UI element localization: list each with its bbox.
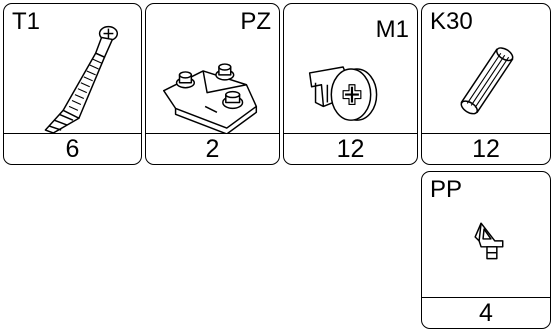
quantity: 6 bbox=[4, 133, 141, 164]
part-card-t1: T1 6 bbox=[3, 3, 142, 165]
cam-dowel-icon bbox=[4, 4, 141, 133]
part-card-pz: PZ 2 bbox=[145, 3, 280, 165]
part-code: PZ bbox=[240, 8, 271, 35]
part-card-m1: M1 12 bbox=[283, 3, 418, 165]
wood-dowel-icon bbox=[422, 4, 550, 133]
quantity: 12 bbox=[284, 133, 417, 164]
part-code: K30 bbox=[430, 8, 473, 35]
connector-plate-icon bbox=[146, 4, 279, 133]
quantity: 12 bbox=[422, 133, 550, 164]
part-card-pp: PP 4 bbox=[421, 171, 551, 329]
cam-lock-icon bbox=[284, 4, 417, 133]
part-code: M1 bbox=[375, 16, 409, 43]
quantity: 4 bbox=[422, 297, 550, 328]
quantity: 2 bbox=[146, 133, 279, 164]
part-code: PP bbox=[430, 176, 463, 203]
part-code: T1 bbox=[12, 8, 41, 35]
shelf-pin-icon bbox=[422, 172, 550, 297]
part-card-k30: K30 12 bbox=[421, 3, 551, 165]
